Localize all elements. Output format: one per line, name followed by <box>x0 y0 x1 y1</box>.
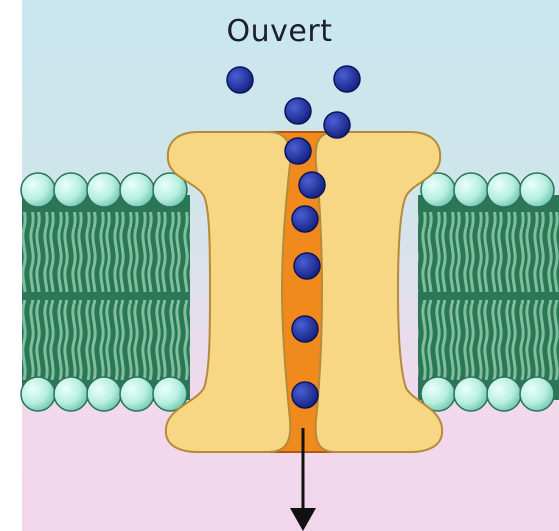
lipid-head <box>120 377 154 411</box>
ion <box>227 67 253 93</box>
ion <box>292 382 318 408</box>
lipid-head <box>520 377 554 411</box>
lipid-head <box>487 173 521 207</box>
lipid-head <box>454 173 488 207</box>
ion <box>292 316 318 342</box>
lipid-head <box>21 173 55 207</box>
lipid-head <box>87 377 121 411</box>
ion <box>299 172 325 198</box>
lipid-head <box>21 377 55 411</box>
lipid-head <box>520 173 554 207</box>
lipid-head <box>454 377 488 411</box>
ion <box>324 112 350 138</box>
left-border <box>0 0 22 531</box>
membrane-right <box>418 173 559 411</box>
ion <box>294 253 320 279</box>
lipid-head <box>54 173 88 207</box>
ion <box>292 206 318 232</box>
ion <box>285 138 311 164</box>
ion <box>285 98 311 124</box>
lipid-head <box>87 173 121 207</box>
membrane-left <box>21 173 190 411</box>
diagram-title: Ouvert <box>0 14 559 49</box>
lipid-head <box>120 173 154 207</box>
ion <box>334 66 360 92</box>
lipid-head <box>487 377 521 411</box>
lipid-head <box>54 377 88 411</box>
